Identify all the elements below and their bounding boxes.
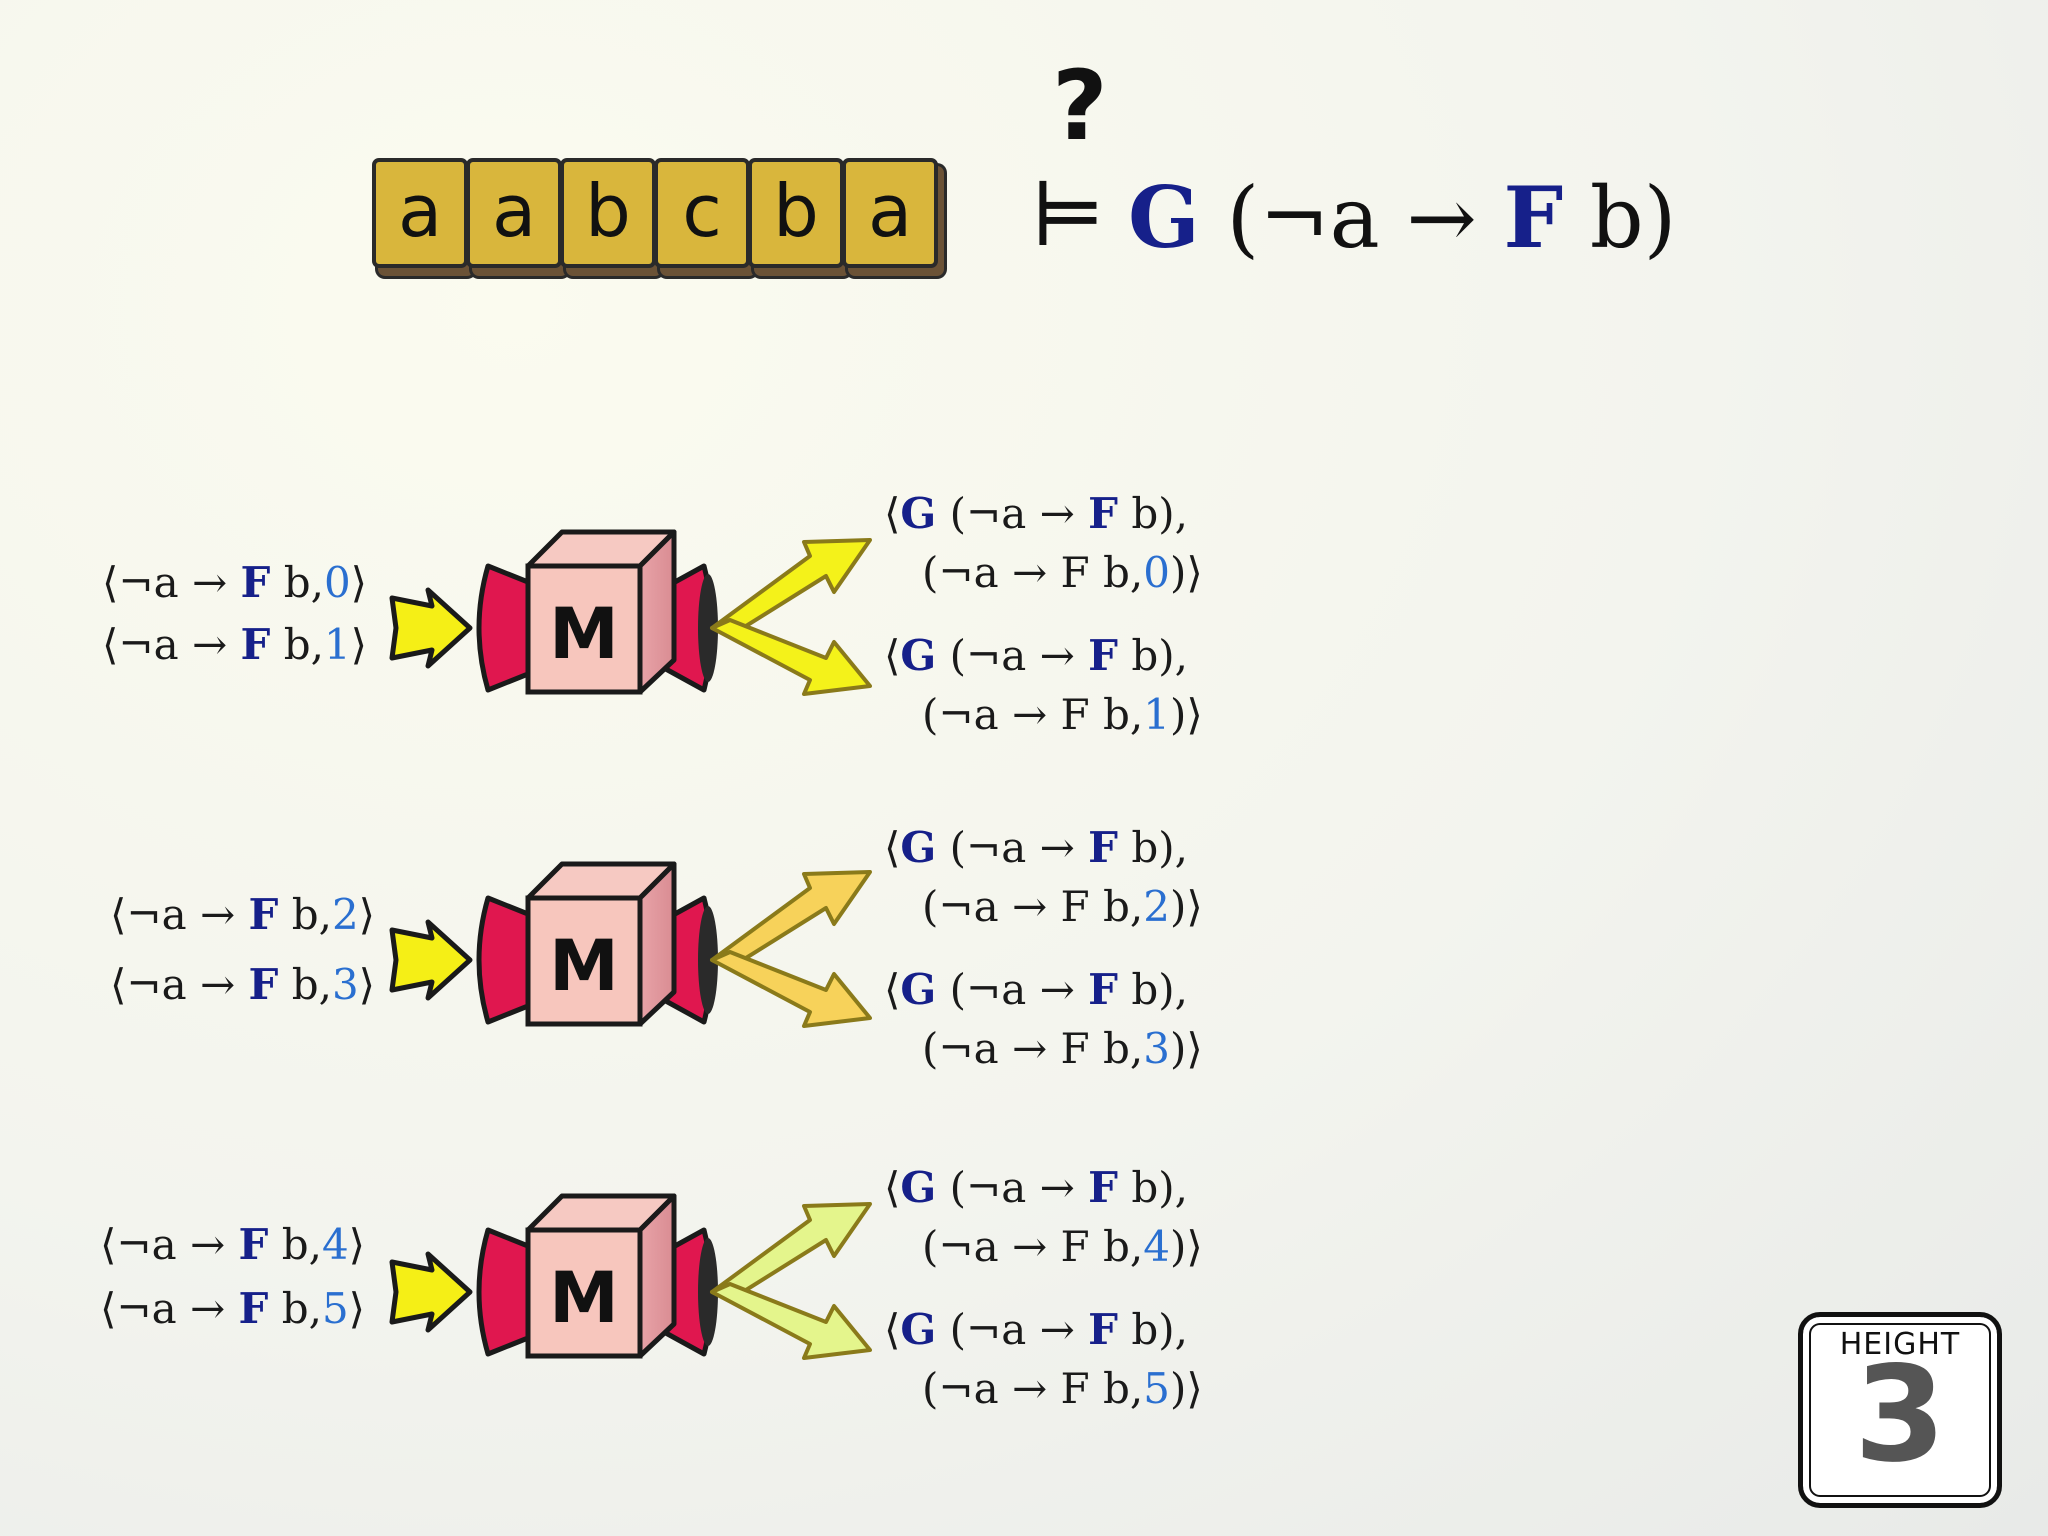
output-tuple: ⟨G (¬a → F b), (¬a → F b,2)⟩ [884, 823, 1203, 931]
models-symbol: ⊨ [1030, 163, 1106, 266]
machine-cube-front [525, 1227, 643, 1359]
tape-cell: a [466, 158, 562, 268]
time-index: 1 [1143, 690, 1170, 739]
output-ray-icon [710, 618, 872, 696]
output-tuple: ⟨G (¬a → F b), (¬a → F b,0)⟩ [884, 489, 1203, 597]
input-tuple: ⟨¬a → F b,5⟩ [100, 1284, 366, 1333]
machine-cube-front [525, 563, 643, 695]
height-label: HEIGHT [1839, 1327, 1961, 1362]
output-tuple: ⟨G (¬a → F b), (¬a → F b,1)⟩ [884, 631, 1203, 739]
input-tuple: ⟨¬a → F b,1⟩ [102, 620, 368, 669]
time-index: 3 [1143, 1024, 1170, 1073]
finally-operator: F [1503, 168, 1564, 267]
time-index: 2 [331, 890, 359, 939]
tape-cell: a [842, 158, 938, 268]
input-funnel-icon [476, 563, 531, 693]
input-tuple: ⟨¬a → F b,3⟩ [110, 960, 376, 1009]
machine-label: M [549, 1257, 619, 1339]
input-tuple: ⟨¬a → F b,0⟩ [102, 558, 368, 607]
output-ray-icon [710, 1282, 872, 1360]
funnel-mouth [698, 1238, 718, 1346]
formula-end: b) [1563, 169, 1677, 267]
funnel-mouth [698, 574, 718, 682]
time-index: 3 [331, 960, 359, 1009]
input-pair-2: ⟨¬a → F b,2⟩ ⟨¬a → F b,3⟩ [110, 884, 375, 1016]
time-index: 4 [321, 1220, 349, 1269]
globally-operator: G [1128, 168, 1200, 267]
input-arrow-icon [389, 1251, 473, 1333]
time-index: 5 [321, 1284, 349, 1333]
input-arrow-icon [389, 919, 473, 1001]
machine-group: M [389, 1193, 872, 1360]
formula-header: a a b c b a ? ⊨ G (¬a → F b) [0, 0, 2048, 300]
tape-cell: c [654, 158, 750, 268]
output-ray-icon [710, 950, 872, 1028]
tape-cell: b [748, 158, 844, 268]
input-arrow-icon [389, 587, 473, 669]
time-index: 5 [1143, 1364, 1170, 1413]
time-index: 2 [1143, 882, 1170, 931]
machine-group: M [389, 861, 872, 1028]
formula-body: (¬a → [1199, 169, 1504, 267]
ltl-formula: G (¬a → F b) [1128, 168, 1676, 268]
question-mark: ? [1052, 50, 1108, 162]
input-pair-3: ⟨¬a → F b,4⟩ ⟨¬a → F b,5⟩ [100, 1214, 365, 1340]
machine-label: M [549, 593, 619, 675]
funnel-mouth [698, 906, 718, 1014]
height-badge: HEIGHT 3 [1798, 1312, 2002, 1508]
output-tuple: ⟨G (¬a → F b), (¬a → F b,3)⟩ [884, 965, 1203, 1073]
input-funnel-icon [476, 895, 531, 1025]
machine-group: M [389, 529, 872, 696]
time-index: 1 [323, 620, 351, 669]
height-value: 3 [1854, 1338, 1946, 1492]
tape-cell: a [372, 158, 468, 268]
input-funnel-icon [476, 1227, 531, 1357]
output-tuple: ⟨G (¬a → F b), (¬a → F b,4)⟩ [884, 1163, 1203, 1271]
input-tuple: ⟨¬a → F b,4⟩ [100, 1220, 366, 1269]
machine-label: M [549, 925, 619, 1007]
time-index: 0 [323, 558, 351, 607]
input-pair-1: ⟨¬a → F b,0⟩ ⟨¬a → F b,1⟩ [102, 552, 367, 676]
machine-cube-front [525, 895, 643, 1027]
time-index: 4 [1143, 1222, 1170, 1271]
input-tuple: ⟨¬a → F b,2⟩ [110, 890, 376, 939]
time-index: 0 [1143, 548, 1170, 597]
output-tuple: ⟨G (¬a → F b), (¬a → F b,5)⟩ [884, 1305, 1203, 1413]
